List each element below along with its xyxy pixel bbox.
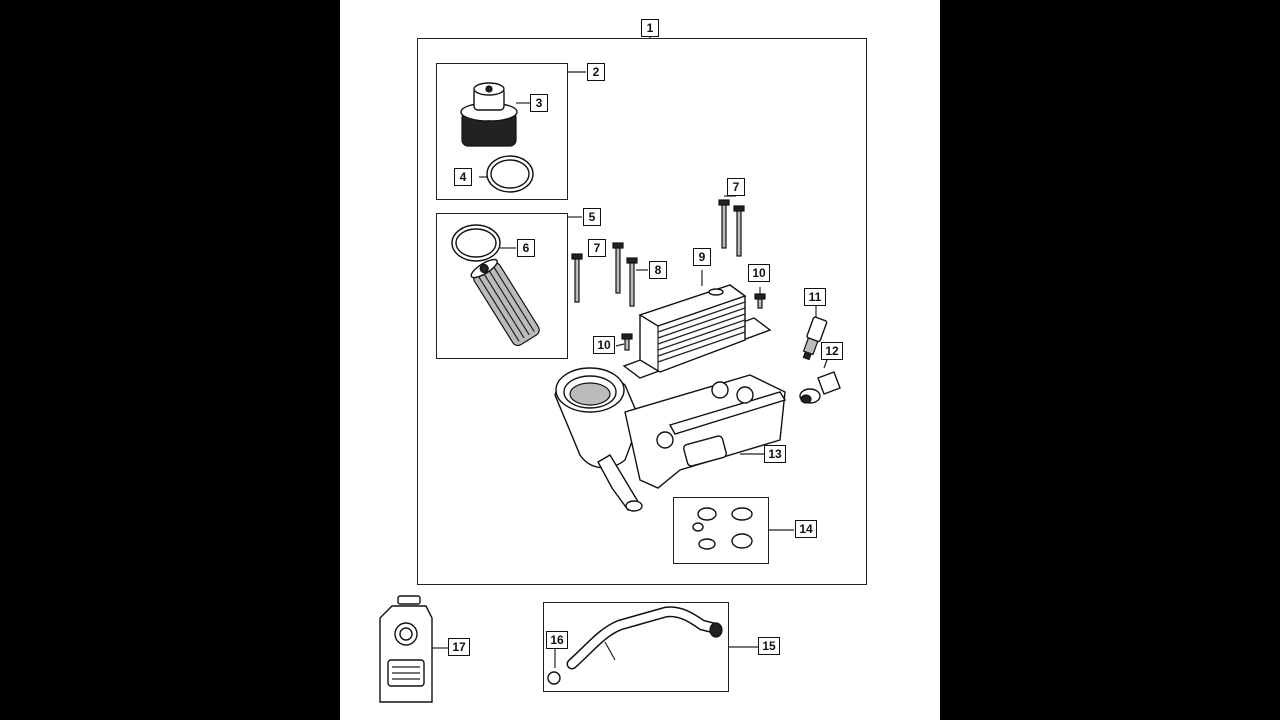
parts-illustration bbox=[379, 31, 841, 703]
callout-6: 6 bbox=[517, 239, 535, 257]
oil-cooler bbox=[622, 284, 772, 379]
callout-3: 3 bbox=[530, 94, 548, 112]
callout-4: 4 bbox=[454, 168, 472, 186]
callout-12: 12 bbox=[821, 342, 843, 360]
callout-1: 1 bbox=[641, 19, 659, 37]
mounting-bolts bbox=[571, 199, 745, 307]
callout-15: 15 bbox=[758, 637, 780, 655]
engine-oil-bottle bbox=[379, 595, 433, 703]
callout-13: 13 bbox=[764, 445, 786, 463]
callout-7-upper: 7 bbox=[727, 178, 745, 196]
hose-kit-frame bbox=[543, 602, 729, 692]
parts-diagram: 1 2 3 4 5 6 7 7 8 9 10 10 11 12 13 14 15… bbox=[340, 0, 940, 720]
callout-7-lower: 7 bbox=[588, 239, 606, 257]
callout-5: 5 bbox=[583, 208, 601, 226]
callout-8: 8 bbox=[649, 261, 667, 279]
oil-filter-housing bbox=[554, 367, 787, 512]
callout-16: 16 bbox=[546, 631, 568, 649]
callout-10-lower: 10 bbox=[593, 336, 615, 354]
callout-14: 14 bbox=[795, 520, 817, 538]
callout-2: 2 bbox=[587, 63, 605, 81]
oil-filter-element bbox=[470, 258, 540, 347]
seal-kit-rings bbox=[692, 507, 753, 550]
cap-kit-frame bbox=[436, 63, 568, 200]
pressure-sensor bbox=[802, 316, 828, 361]
callout-17: 17 bbox=[448, 638, 470, 656]
callout-9: 9 bbox=[693, 248, 711, 266]
oil-filter-cap bbox=[460, 82, 518, 147]
callout-11: 11 bbox=[804, 288, 826, 306]
coolant-hose bbox=[547, 606, 723, 685]
filter-kit-frame bbox=[436, 213, 568, 359]
callout-10-upper: 10 bbox=[748, 264, 770, 282]
assembly-frame bbox=[417, 38, 867, 585]
seal-kit-frame bbox=[673, 497, 769, 564]
temperature-sender bbox=[799, 371, 841, 404]
